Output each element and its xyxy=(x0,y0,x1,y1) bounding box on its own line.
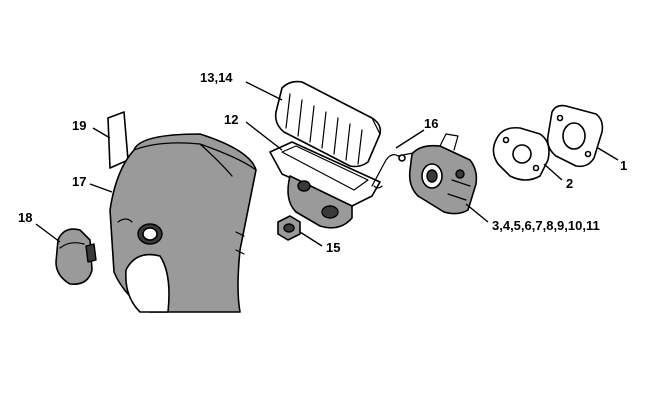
leader-15 xyxy=(299,231,323,247)
callout-1: 1 xyxy=(620,158,627,173)
callout-18: 18 xyxy=(18,210,32,225)
callout-13-14: 13,14 xyxy=(200,70,233,85)
part-18-knob xyxy=(55,228,97,286)
part-1-flange xyxy=(546,104,604,168)
leader-18 xyxy=(35,223,61,243)
leader-13-14 xyxy=(245,81,283,101)
part-17-shroud xyxy=(109,133,257,313)
part-12-filter-base xyxy=(269,141,381,229)
leader-16 xyxy=(395,129,425,149)
callout-16: 16 xyxy=(424,116,438,131)
callout-labels: 13,14 12 16 19 17 18 15 3,4,5,6,7,8,9,10… xyxy=(18,70,627,255)
part-19-decal xyxy=(107,111,129,169)
callout-3-11: 3,4,5,6,7,8,9,10,11 xyxy=(492,218,600,233)
part-15-nut xyxy=(277,215,301,241)
callout-19: 19 xyxy=(72,118,86,133)
part-16-rod xyxy=(371,151,419,189)
leader-3-11 xyxy=(465,203,489,223)
callout-12: 12 xyxy=(224,112,238,127)
part-13-14-air-filter xyxy=(274,80,382,168)
leader-17 xyxy=(89,183,113,193)
part-3-11-carburetor xyxy=(408,133,478,215)
leader-2 xyxy=(543,163,563,181)
part-2-gasket xyxy=(492,126,550,181)
leader-19 xyxy=(92,127,111,139)
callout-2: 2 xyxy=(566,176,573,191)
callout-15: 15 xyxy=(326,240,340,255)
leader-1 xyxy=(597,147,619,161)
callout-17: 17 xyxy=(72,174,86,189)
leader-12 xyxy=(245,121,283,151)
leader-lines xyxy=(35,81,619,247)
